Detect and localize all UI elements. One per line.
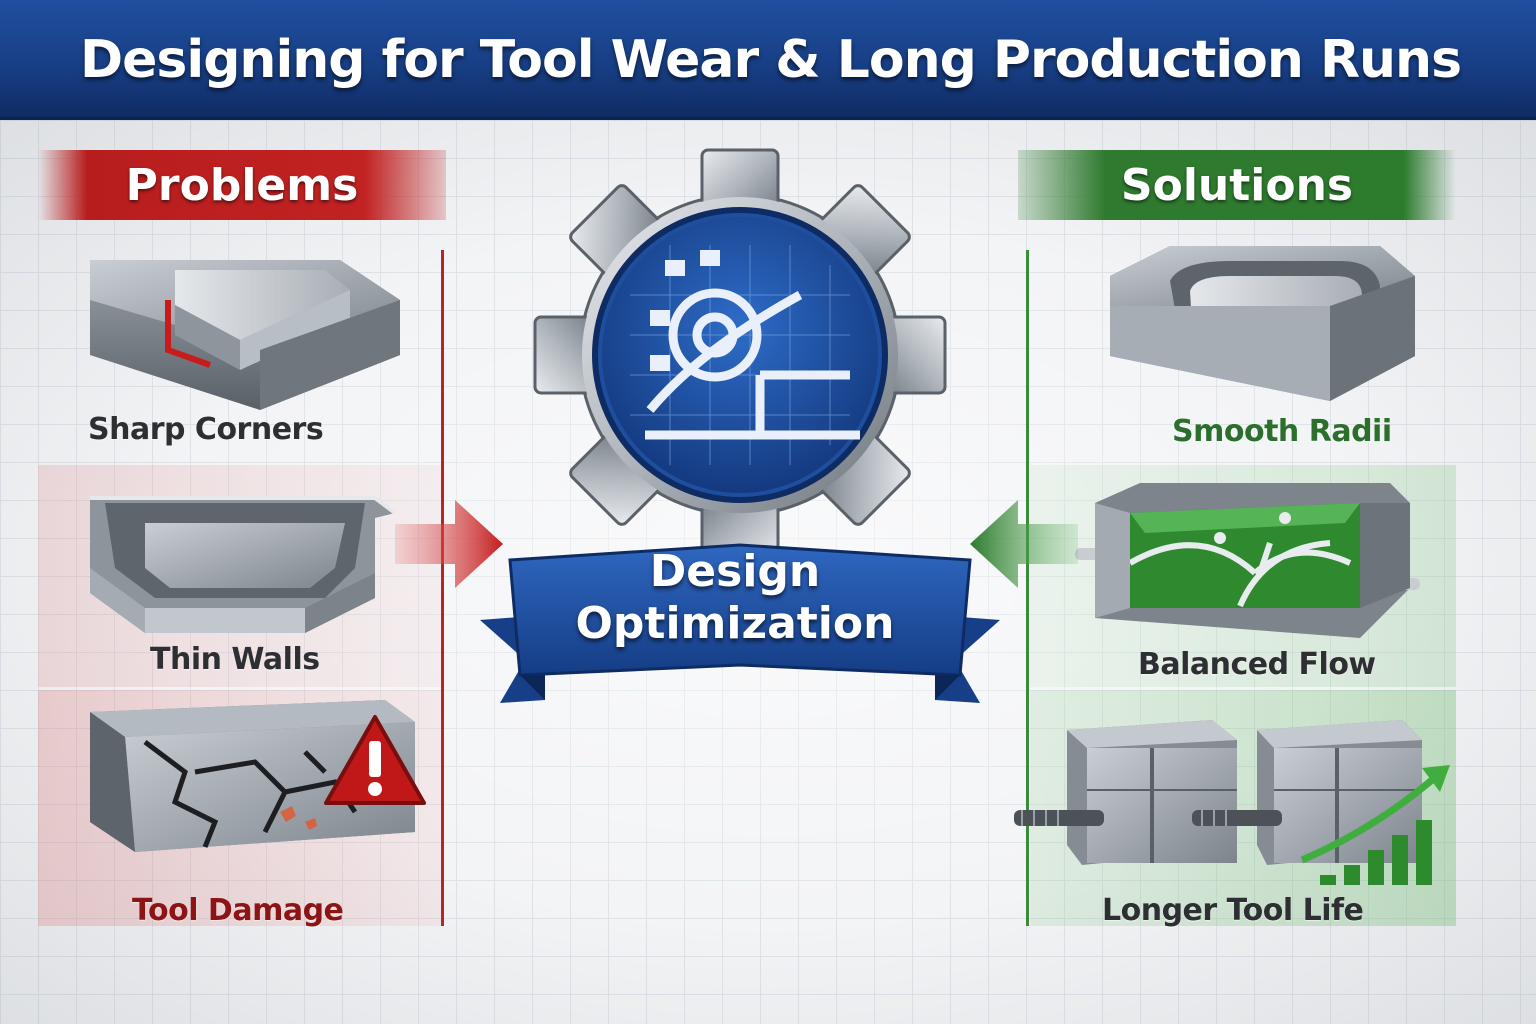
- solution-label-smooth-radii: Smooth Radii: [1172, 414, 1392, 449]
- solution-label-balanced-flow: Balanced Flow: [1138, 647, 1376, 682]
- solutions-heading: Solutions: [1018, 150, 1456, 220]
- tool-damage-cracked-block-icon: [90, 700, 415, 852]
- balanced-flow-mold-icon: [1075, 483, 1420, 638]
- smooth-radii-block-icon: [1110, 246, 1415, 401]
- longer-tool-life-icon: [1014, 720, 1450, 885]
- header-banner: Designing for Tool Wear & Long Productio…: [0, 0, 1536, 120]
- solutions-to-center-arrow-icon: [970, 500, 1078, 588]
- problems-heading: Problems: [38, 150, 446, 220]
- center-label-line2: Optimization: [575, 598, 895, 649]
- problems-to-center-arrow-icon: [395, 500, 503, 588]
- problem-label-sharp-corners: Sharp Corners: [88, 412, 324, 447]
- problem-label-tool-damage: Tool Damage: [132, 893, 344, 928]
- sharp-corners-block-icon: [90, 260, 400, 410]
- page-title: Designing for Tool Wear & Long Productio…: [80, 30, 1462, 90]
- problem-label-thin-walls: Thin Walls: [150, 642, 320, 677]
- design-gear-icon: [533, 148, 947, 562]
- center-label-line1: Design: [649, 546, 821, 597]
- design-optimization-ribbon: [480, 543, 1000, 703]
- solutions-divider: [1026, 250, 1029, 926]
- warning-triangle-icon: [324, 715, 426, 805]
- solution-label-longer-tool-life: Longer Tool Life: [1102, 893, 1364, 928]
- center-ribbon-label: Design Optimization: [510, 546, 960, 650]
- problems-divider: [441, 250, 444, 926]
- thin-walls-tray-icon: [90, 496, 397, 633]
